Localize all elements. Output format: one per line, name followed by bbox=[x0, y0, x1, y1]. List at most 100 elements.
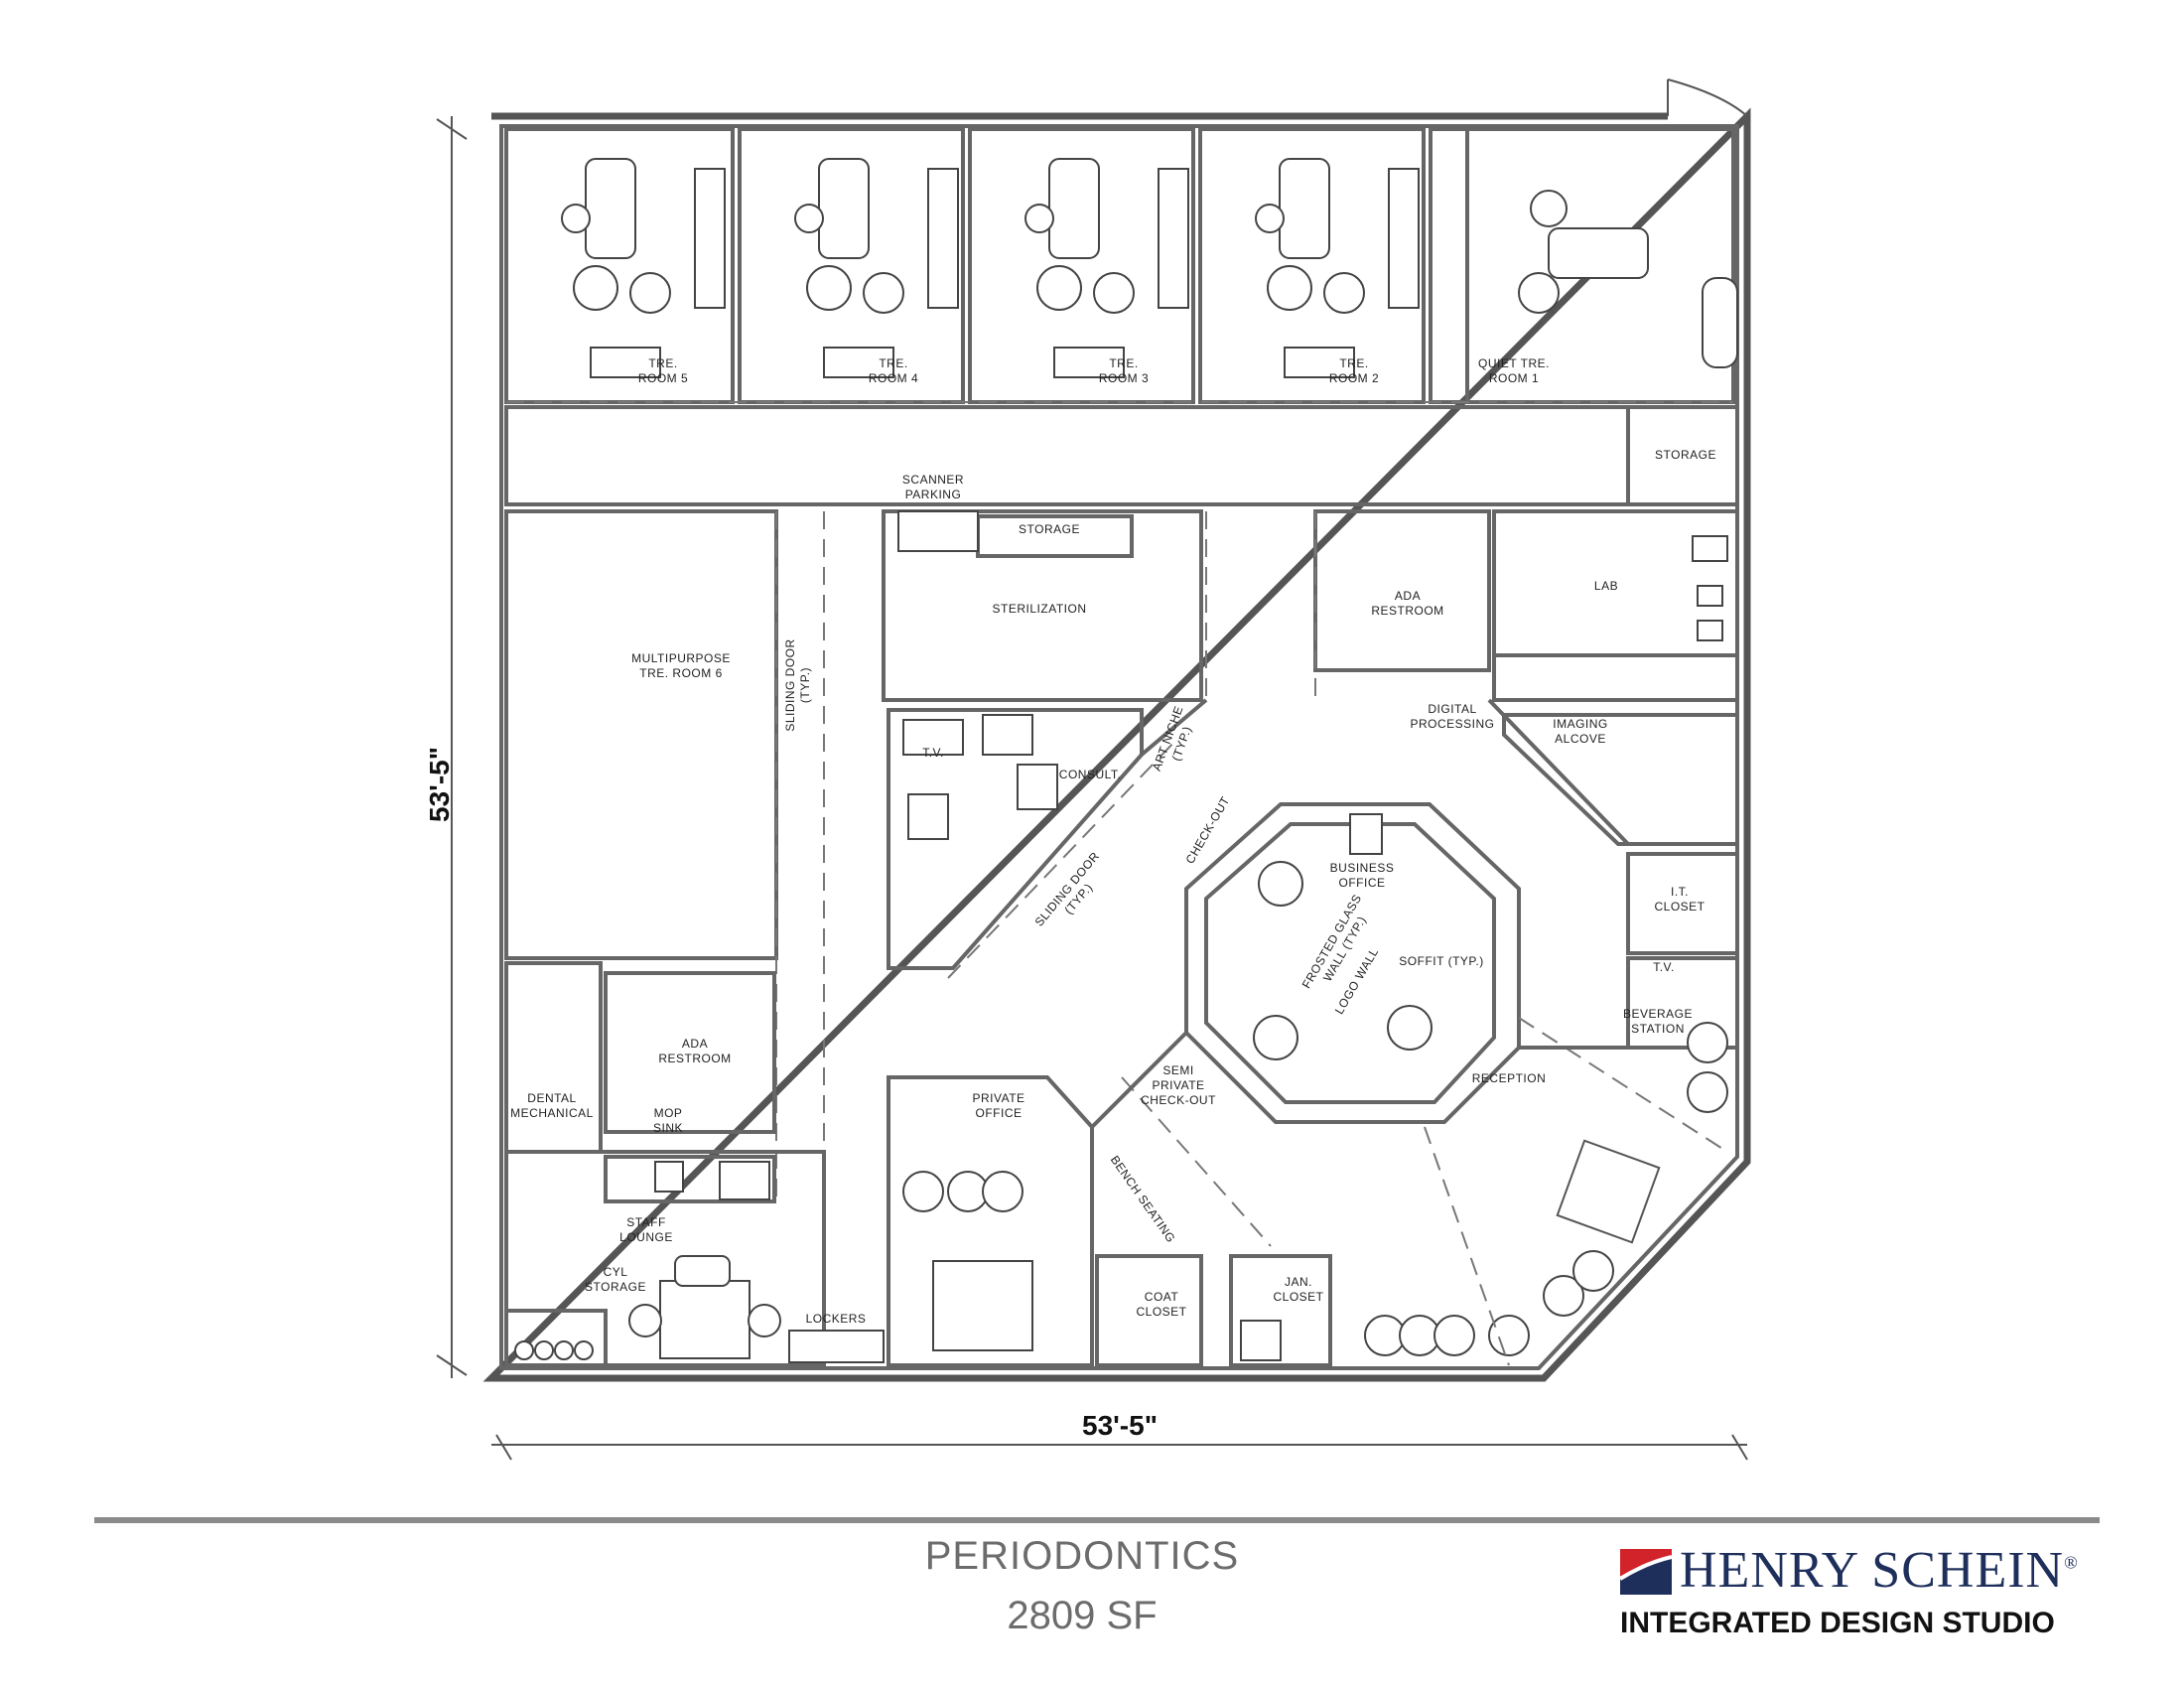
room-label-tre2: TRE.ROOM 2 bbox=[1329, 356, 1379, 385]
room-label-jan: JAN.CLOSET bbox=[1273, 1275, 1323, 1304]
diagonal-walls bbox=[888, 698, 1630, 1129]
room-label-line: I.T. bbox=[1671, 885, 1689, 899]
room-label-line: TRE. bbox=[1109, 356, 1138, 370]
room-label-line: LAB bbox=[1594, 579, 1618, 593]
dimension-vertical bbox=[436, 116, 468, 1378]
room-label-tv1: T.V. bbox=[922, 746, 944, 760]
room-label-line: STORAGE bbox=[1019, 522, 1080, 536]
room-label-line: JAN. bbox=[1285, 1275, 1312, 1289]
room-label-sliding1: SLIDING DOOR(TYP.) bbox=[783, 638, 812, 731]
brand-name: HENRY SCHEIN® bbox=[1680, 1542, 2079, 1599]
brand-studio: INTEGRATED DESIGN STUDIO bbox=[1620, 1607, 2055, 1639]
room-label-line: BUSINESS bbox=[1330, 861, 1395, 875]
room-label-line: LOUNGE bbox=[619, 1230, 673, 1244]
room-label-line: (TYP.) bbox=[798, 667, 812, 703]
dental-chairs bbox=[561, 158, 1738, 378]
business-office bbox=[1184, 802, 1521, 1124]
room-label-line: SINK bbox=[653, 1121, 683, 1135]
entry-door[interactable] bbox=[1667, 78, 1748, 117]
room-label-tre3: TRE.ROOM 3 bbox=[1099, 356, 1149, 385]
room-label-line: COAT bbox=[1145, 1290, 1179, 1304]
room-label-line: OFFICE bbox=[976, 1106, 1023, 1120]
room-label-sterilization: STERILIZATION bbox=[993, 602, 1087, 616]
room-label-line: RECEPTION bbox=[1472, 1071, 1547, 1085]
room-label-line: RESTROOM bbox=[1371, 604, 1443, 618]
brand-block: HENRY SCHEIN® INTEGRATED DESIGN STUDIO bbox=[1620, 1541, 2116, 1650]
room-label-line: CLOSET bbox=[1136, 1305, 1186, 1319]
room-label-line: TRE. bbox=[1339, 356, 1368, 370]
room-label-line: BEVERAGE bbox=[1623, 1007, 1693, 1021]
room-label-tv2: T.V. bbox=[1653, 960, 1675, 974]
room-label-line: STORAGE bbox=[585, 1280, 646, 1294]
room-label-line: MULTIPURPOSE bbox=[631, 651, 731, 665]
room-label-line: IMAGING bbox=[1553, 717, 1608, 731]
room-label-line: SEMI bbox=[1162, 1063, 1193, 1077]
room-label-line: T.V. bbox=[1653, 960, 1675, 974]
room-label-line: ROOM 1 bbox=[1489, 371, 1539, 385]
room-label-line: CLOSET bbox=[1273, 1290, 1323, 1304]
exterior-wall-inner bbox=[499, 124, 1739, 1370]
room-label-line: ROOM 2 bbox=[1329, 371, 1379, 385]
room-label-line: STORAGE bbox=[1655, 448, 1716, 462]
dimension-vertical-label: 53'-5" bbox=[424, 747, 455, 822]
dimension-horizontal-label: 53'-5" bbox=[1082, 1410, 1158, 1441]
middle-rooms bbox=[504, 509, 1739, 1201]
room-label-line: T.V. bbox=[922, 746, 944, 760]
room-label-line: TRE. ROOM 6 bbox=[639, 666, 723, 680]
room-label-line: CHECK-OUT bbox=[1141, 1093, 1216, 1107]
room-label-lockers: LOCKERS bbox=[806, 1312, 867, 1326]
room-label-line: CONSULT. bbox=[1059, 768, 1121, 781]
room-label-line: ROOM 4 bbox=[869, 371, 918, 385]
lab-fixtures bbox=[1692, 535, 1728, 641]
room-label-line: RESTROOM bbox=[658, 1052, 731, 1065]
room-label-itcloset: I.T.CLOSET bbox=[1654, 885, 1705, 914]
room-label-line: SCANNER bbox=[902, 473, 964, 487]
room-label-line: CLOSET bbox=[1654, 900, 1705, 914]
room-label-line: PROCESSING bbox=[1410, 717, 1494, 731]
room-label-line: SLIDING DOOR bbox=[783, 638, 797, 731]
room-label-bench: BENCH SEATING bbox=[1108, 1153, 1178, 1245]
room-label-line: MOP bbox=[654, 1106, 683, 1120]
room-label-line: LOCKERS bbox=[806, 1312, 867, 1326]
room-label-line: SOFFIT (TYP.) bbox=[1399, 954, 1483, 968]
room-label-line: ROOM 5 bbox=[638, 371, 688, 385]
room-label-line: DIGITAL bbox=[1428, 702, 1476, 716]
room-label-line: PARKING bbox=[905, 488, 962, 501]
south-offices bbox=[887, 1075, 1332, 1367]
imaging-alcove bbox=[1502, 713, 1739, 846]
room-label-quiet: QUIET TRE.ROOM 1 bbox=[1478, 356, 1550, 385]
room-label-line: MECHANICAL bbox=[510, 1106, 594, 1120]
room-label-line: STAFF bbox=[626, 1215, 666, 1229]
room-label-tre4: TRE.ROOM 4 bbox=[869, 356, 918, 385]
drawing-area: 2809 SF bbox=[1007, 1594, 1158, 1637]
room-label-soffit: SOFFIT (TYP.) bbox=[1399, 954, 1483, 968]
room-label-line: STATION bbox=[1631, 1022, 1685, 1036]
room-label-storage-mid: STORAGE bbox=[1019, 522, 1080, 536]
room-label-line: CYL bbox=[604, 1265, 628, 1279]
corridor bbox=[504, 405, 1739, 506]
dimension-horizontal bbox=[491, 1434, 1748, 1461]
room-label-line: ADA bbox=[682, 1037, 708, 1051]
west-lower-rooms bbox=[504, 961, 885, 1367]
footer-divider bbox=[94, 1517, 2100, 1523]
reception-seating bbox=[1364, 1017, 1728, 1366]
exterior-wall bbox=[482, 107, 1751, 1382]
treatment-rooms-row bbox=[504, 127, 1735, 404]
room-label-line: ALCOVE bbox=[1555, 732, 1606, 746]
room-label-line: PRIVATE bbox=[1152, 1078, 1204, 1092]
room-label-reception: RECEPTION bbox=[1472, 1071, 1547, 1085]
consult-room bbox=[887, 708, 1144, 970]
room-label-line: ADA bbox=[1395, 589, 1421, 603]
